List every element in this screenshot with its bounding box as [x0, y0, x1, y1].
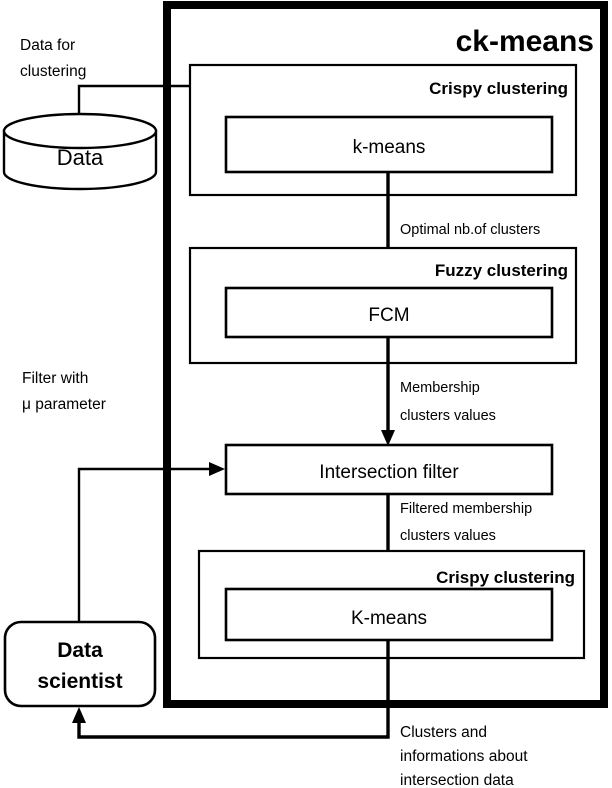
edge-label-data-for-clustering-line1: Data for — [20, 37, 75, 54]
arrowhead-into-intersection-filter — [381, 430, 395, 446]
edge-label-optimal-clusters: Optimal nb.of clusters — [400, 222, 540, 238]
node-label-data-scientist-line2: scientist — [37, 670, 122, 693]
edge-data-scientist-to-intersection-filter — [77, 467, 214, 621]
edge-label-membership-line1: Membership — [400, 380, 480, 396]
node-label-kmeans-2: K-means — [351, 608, 427, 629]
edge-label-output-line3: intersection data — [400, 772, 514, 788]
edge-label-filter-with-line1: Filter with — [22, 370, 88, 387]
node-label-intersection-filter: Intersection filter — [319, 462, 459, 483]
edge-label-output-line1: Clusters and — [400, 724, 487, 741]
node-label-data: Data — [57, 145, 104, 170]
edge-label-filtered-membership-line2: clusters values — [400, 528, 496, 544]
node-label-fcm: FCM — [368, 305, 409, 326]
node-data-store[interactable]: Data — [2, 112, 158, 191]
edge-label-membership-line2: clusters values — [400, 408, 496, 424]
edge-label-filtered-membership-line1: Filtered membership — [400, 501, 532, 517]
group-label-fuzzy-clustering: Fuzzy clustering — [435, 261, 568, 280]
node-kmeans-1[interactable] — [224, 115, 554, 174]
edge-kmeans-2-to-data-scientist — [77, 640, 390, 739]
edge-label-output-line2: informations about — [400, 748, 528, 765]
node-kmeans-2[interactable] — [224, 587, 554, 642]
arrowhead-into-data-scientist — [72, 707, 86, 723]
node-label-data-scientist-line1: Data — [57, 639, 103, 662]
node-intersection-filter[interactable] — [224, 443, 554, 496]
group-label-crispy-clustering-2: Crispy clustering — [436, 568, 575, 587]
system-boundary-ck-means — [163, 1, 608, 708]
node-data-scientist[interactable]: Data scientist — [3, 620, 157, 708]
group-label-crispy-clustering-1: Crispy clustering — [429, 79, 568, 98]
node-label-kmeans-1: k-means — [353, 137, 426, 158]
node-fcm[interactable] — [224, 286, 554, 339]
edge-label-filter-with-line2: μ parameter — [22, 396, 106, 413]
arrowhead-into-intersection-filter-left — [209, 462, 225, 476]
page-title: ck-means — [456, 25, 594, 58]
edge-label-data-for-clustering-line2: clustering — [20, 63, 86, 80]
